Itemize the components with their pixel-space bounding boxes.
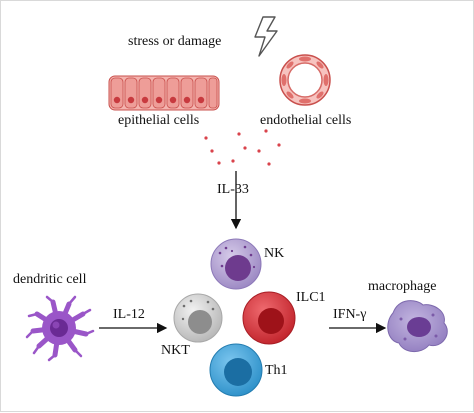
nk-cell-graphic: [210, 238, 262, 290]
dendritic-cell-graphic: [25, 295, 95, 362]
endothelial-cells-graphic: [279, 54, 331, 106]
ilc1-label: ILC1: [296, 290, 326, 305]
endothelial-cells-label: endothelial cells: [260, 113, 352, 128]
nkt-cell-graphic: [173, 293, 223, 343]
macrophage-label: macrophage: [368, 279, 437, 294]
epithelial-cells-label: epithelial cells: [118, 113, 200, 128]
nk-label: NK: [264, 246, 285, 261]
macrophage-graphic: [387, 300, 448, 352]
il12-label: IL-12: [113, 307, 145, 322]
ilc1-cell-graphic: [242, 291, 296, 345]
th1-label: Th1: [265, 363, 288, 378]
dendritic-cell-label: dendritic cell: [13, 272, 87, 287]
il33-label: IL-33: [217, 182, 249, 197]
trigger-label: stress or damage: [128, 34, 222, 49]
ifng-label: IFN-γ: [333, 307, 367, 322]
nkt-label: NKT: [161, 343, 190, 358]
th1-cell-graphic: [209, 343, 263, 397]
il33-release-dots: [204, 129, 281, 166]
epithelial-cells-graphic: [108, 75, 220, 111]
lightning-icon: [254, 16, 278, 57]
